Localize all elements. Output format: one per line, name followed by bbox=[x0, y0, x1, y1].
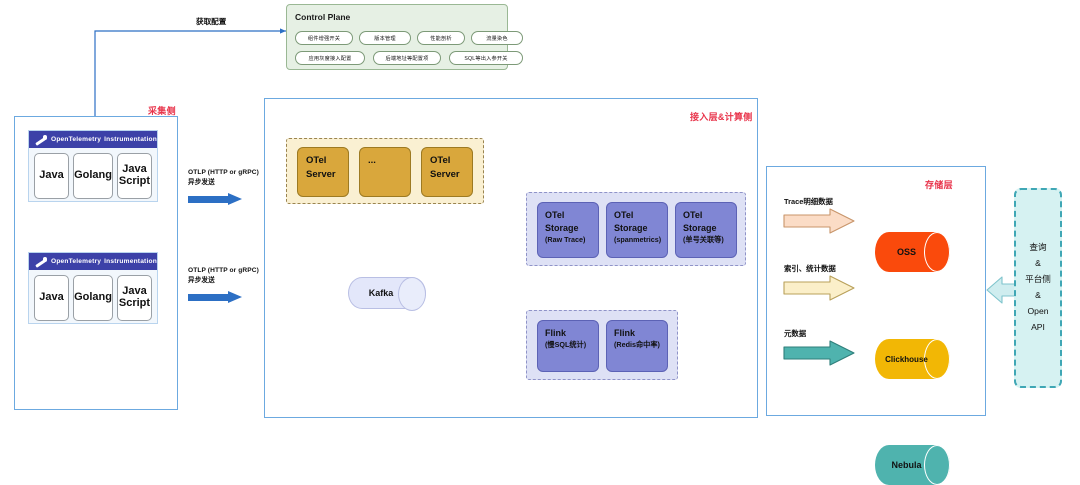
storage-line1: OTel bbox=[683, 210, 703, 220]
storage-line2: Storage bbox=[683, 223, 717, 234]
collector-side-label: 采集侧 bbox=[148, 106, 176, 116]
otel-storage-group: OTel Storage (Raw Trace) OTel Storage (s… bbox=[526, 192, 746, 266]
flink-sub: (慢SQL统计) bbox=[545, 340, 587, 350]
lang-label-line1: Java bbox=[122, 285, 147, 298]
storage-line2: Storage bbox=[545, 223, 579, 234]
storage-db-oss[interactable]: OSS bbox=[875, 232, 950, 272]
lang-label: Golang bbox=[74, 291, 112, 304]
lang-chip-java-2[interactable]: Java bbox=[34, 275, 70, 321]
flink-line1: Flink bbox=[545, 328, 567, 338]
otel-server-line2: Server bbox=[430, 169, 460, 181]
storage-db-clickhouse[interactable]: Clickhouse bbox=[875, 339, 950, 379]
lang-label: Java bbox=[39, 291, 64, 304]
cp-button-sql-param-switch[interactable]: SQL等出入参开关 bbox=[449, 51, 523, 65]
storage-db-nebula-label: Nebula bbox=[891, 460, 922, 470]
otlp-transport-1: OTLP (HTTP or gRPC) 异步发送 bbox=[188, 168, 268, 206]
otlp-protocol-label-1: OTLP (HTTP or gRPC) bbox=[188, 169, 259, 176]
otel-server-line1: OTel bbox=[306, 155, 327, 166]
otel-server-line1: OTel bbox=[430, 155, 451, 166]
otel-suffix-label-2: Instrumentation bbox=[104, 258, 157, 265]
storage-line2: Storage bbox=[614, 223, 648, 234]
control-plane-title: Control Plane bbox=[295, 12, 351, 22]
cp-button-gray-onboarding[interactable]: 应用灰度接入配置 bbox=[295, 51, 365, 65]
instrumentation-box-1: OpenTelemetry Instrumentation Java Golan… bbox=[28, 130, 158, 202]
cp-button-component-switch[interactable]: 组件增强开关 bbox=[295, 31, 353, 45]
fetch-config-label: 获取配置 bbox=[196, 17, 227, 26]
storage-caption-index: 索引、统计数据 bbox=[784, 264, 836, 273]
storage-layer-label: 存储层 bbox=[925, 180, 953, 190]
otel-storage-node-raw-trace[interactable]: OTel Storage (Raw Trace) bbox=[537, 202, 599, 258]
lang-label-line2: Script bbox=[118, 175, 151, 187]
query-label-line5: Open bbox=[1027, 305, 1049, 316]
storage-arrow-meta bbox=[783, 340, 855, 366]
otel-server-node-ellipsis[interactable]: ... bbox=[359, 147, 411, 197]
storage-sub: (单号关联等) bbox=[683, 235, 724, 245]
otlp-transport-2: OTLP (HTTP or gRPC) 异步发送 bbox=[188, 266, 268, 304]
storage-line1: OTel bbox=[545, 210, 565, 220]
storage-sub: (Raw Trace) bbox=[545, 235, 586, 245]
instrumentation-box-2: OpenTelemetry Instrumentation Java Golan… bbox=[28, 252, 158, 324]
lang-chip-javascript-2[interactable]: Java Script bbox=[116, 275, 153, 321]
storage-db-oss-label: OSS bbox=[896, 247, 916, 257]
kafka-label: Kafka bbox=[368, 288, 394, 298]
storage-caption-trace: Trace明细数据 bbox=[784, 197, 833, 206]
otlp-arrow-2 bbox=[188, 291, 246, 304]
storage-db-clickhouse-label: Clickhouse bbox=[885, 354, 928, 364]
lang-chip-golang-2[interactable]: Golang bbox=[73, 275, 113, 321]
otel-suffix-label-1: Instrumentation bbox=[104, 136, 157, 143]
opentelemetry-logo-icon bbox=[34, 257, 48, 267]
query-label-line6: API bbox=[1031, 321, 1045, 332]
opentelemetry-logo-icon bbox=[34, 135, 48, 145]
query-label-line3: 平台侧 bbox=[1025, 274, 1051, 285]
otlp-arrow-1 bbox=[188, 193, 246, 206]
storage-db-nebula[interactable]: Nebula bbox=[875, 445, 950, 485]
otel-brand-label-1: OpenTelemetry bbox=[51, 136, 102, 143]
query-label-amp2: & bbox=[1035, 290, 1041, 300]
query-label-line1: 查询 bbox=[1029, 242, 1047, 253]
language-row-2: Java Golang Java Script bbox=[29, 270, 157, 327]
otel-brand-label-2: OpenTelemetry bbox=[51, 258, 102, 265]
flink-group: Flink (慢SQL统计) Flink (Redis命中率) bbox=[526, 310, 678, 380]
storage-caption-meta: 元数据 bbox=[784, 329, 807, 338]
cp-button-backend-config[interactable]: 后端地址等配置项 bbox=[373, 51, 441, 65]
kafka-node[interactable]: Kafka bbox=[348, 277, 426, 311]
storage-sub: (spanmetrics) bbox=[614, 235, 662, 245]
otel-server-node-1[interactable]: OTel Server bbox=[297, 147, 349, 197]
otel-server-line2: Server bbox=[306, 169, 336, 181]
instrumentation-header-1: OpenTelemetry Instrumentation bbox=[29, 131, 157, 148]
query-label-amp1: & bbox=[1035, 258, 1041, 269]
lang-label-line2: Script bbox=[118, 297, 151, 309]
flink-node-slow-sql[interactable]: Flink (慢SQL统计) bbox=[537, 320, 599, 372]
cp-button-profiling[interactable]: 性能剖析 bbox=[417, 31, 465, 45]
lang-label-line1: Java bbox=[122, 163, 147, 176]
storage-arrow-trace bbox=[783, 208, 855, 234]
otel-server-ellipsis-label: ... bbox=[368, 155, 376, 166]
flink-line1: Flink bbox=[614, 328, 636, 338]
instrumentation-header-2: OpenTelemetry Instrumentation bbox=[29, 253, 157, 270]
cp-button-traffic-coloring[interactable]: 流量染色 bbox=[471, 31, 523, 45]
flink-node-redis-hit[interactable]: Flink (Redis命中率) bbox=[606, 320, 668, 372]
query-platform-openapi-panel[interactable]: 查询 & 平台侧 & Open API bbox=[1014, 188, 1062, 388]
flink-sub: (Redis命中率) bbox=[614, 340, 660, 350]
otel-storage-node-spanmetrics[interactable]: OTel Storage (spanmetrics) bbox=[606, 202, 668, 258]
storage-arrow-index bbox=[783, 275, 855, 301]
lang-chip-java-1[interactable]: Java bbox=[34, 153, 70, 199]
storage-line1: OTel bbox=[614, 210, 634, 220]
otlp-mode-label-2: 异步发送 bbox=[188, 277, 215, 285]
lang-chip-javascript-1[interactable]: Java Script bbox=[116, 153, 153, 199]
otlp-mode-label-1: 异步发送 bbox=[188, 179, 215, 187]
lang-label: Golang bbox=[74, 169, 112, 182]
otel-storage-node-order-link[interactable]: OTel Storage (单号关联等) bbox=[675, 202, 737, 258]
lang-label: Java bbox=[39, 169, 64, 182]
otel-server-node-2[interactable]: OTel Server bbox=[421, 147, 473, 197]
otel-server-group: OTel Server ... OTel Server bbox=[286, 138, 484, 204]
language-row-1: Java Golang Java Script bbox=[29, 148, 157, 205]
ingest-compute-label: 接入层&计算侧 bbox=[690, 112, 753, 122]
lang-chip-golang-1[interactable]: Golang bbox=[73, 153, 113, 199]
control-plane-panel: Control Plane 组件增强开关 版本管理 性能剖析 流量染色 应用灰度… bbox=[286, 4, 523, 70]
cp-button-version-mgmt[interactable]: 版本管理 bbox=[359, 31, 411, 45]
otlp-protocol-label-2: OTLP (HTTP or gRPC) bbox=[188, 267, 259, 274]
